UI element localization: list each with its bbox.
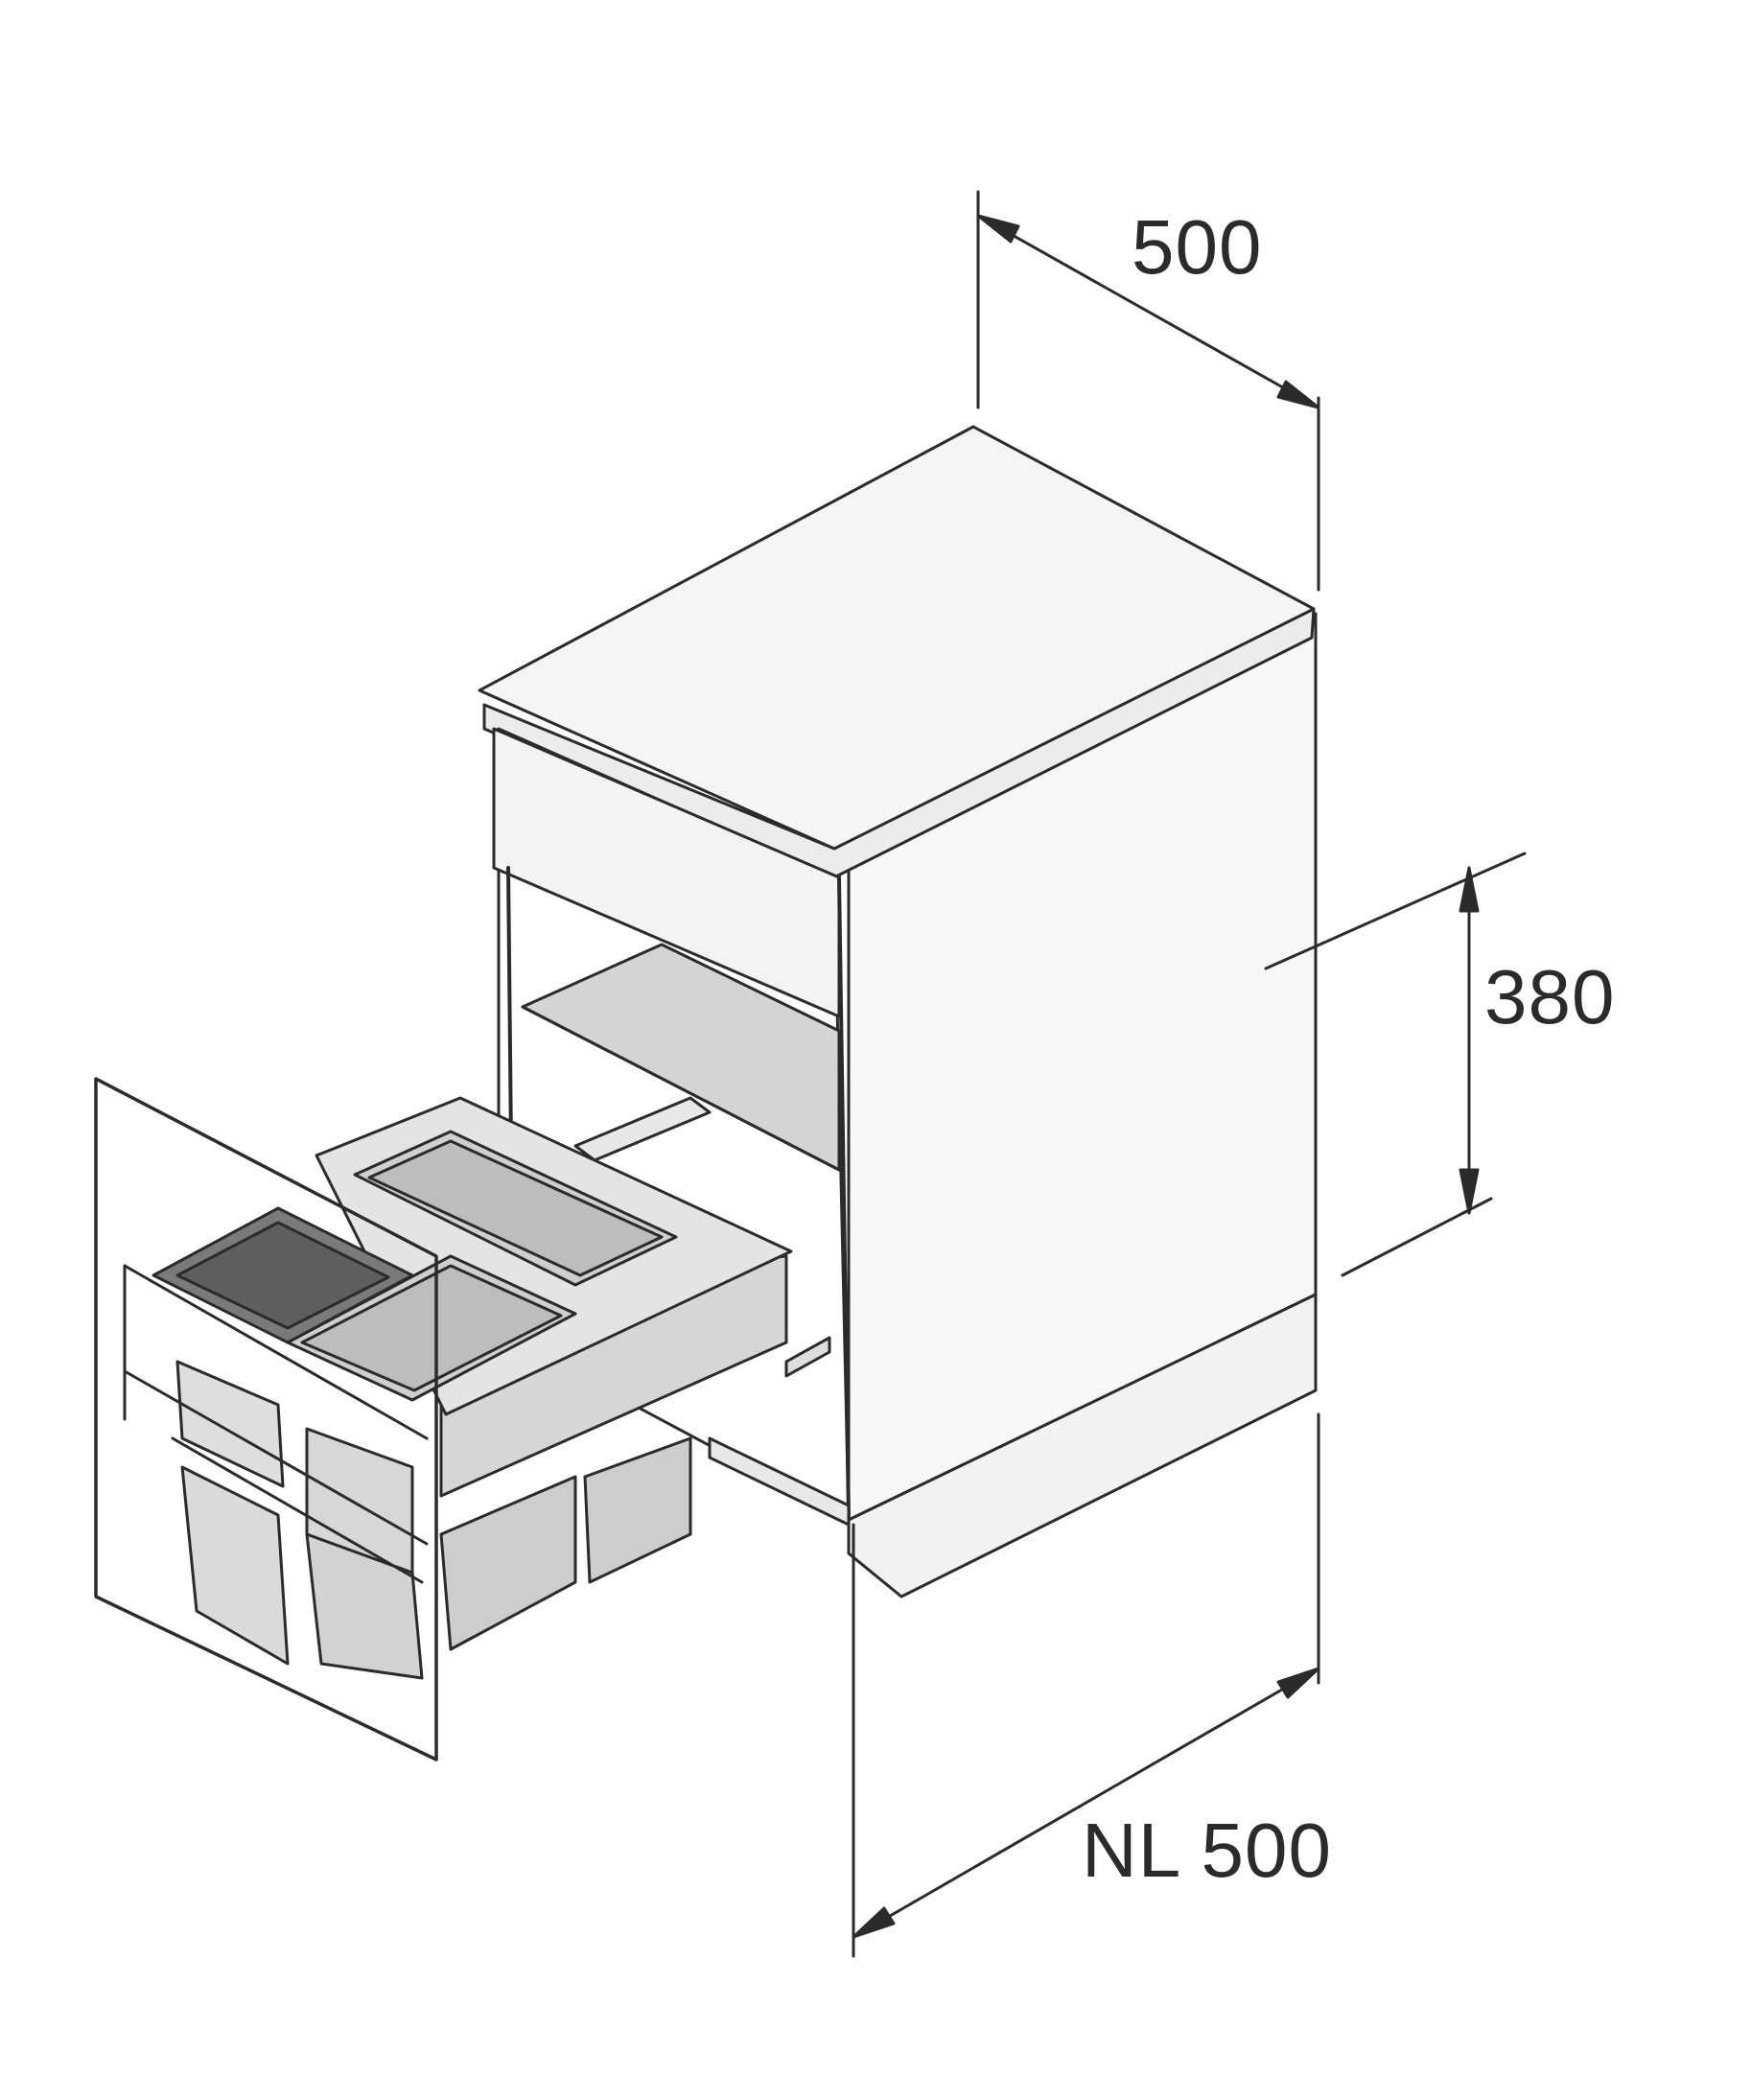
dimension-nominal-length <box>852 1412 1320 1958</box>
drawer-runner-upper <box>573 1096 712 1162</box>
dimension-height <box>1264 852 1527 1277</box>
countertop <box>478 425 1316 851</box>
arrowhead-icon <box>1459 1168 1480 1215</box>
arrowhead-icon <box>976 214 1020 244</box>
arrowhead-icon <box>1276 1667 1320 1699</box>
drawer-runner-lower <box>708 1436 851 1527</box>
bin-right-upper <box>305 1427 414 1575</box>
cabinet-plinth <box>847 1293 1318 1598</box>
arrowhead-icon <box>1276 380 1320 409</box>
cabinet <box>478 425 1318 1598</box>
arrowhead-icon <box>852 1906 896 1939</box>
nl-dimension-line <box>852 1667 1320 1939</box>
bin-left-upper <box>175 1360 285 1488</box>
nominal-length-dimension-label: NL 500 <box>1082 1808 1332 1893</box>
upper-drawer-front <box>492 727 841 1018</box>
dimension-depth <box>976 190 1320 592</box>
bin-left-front <box>180 1465 290 1666</box>
depth-dimension-label: 500 <box>1132 204 1263 290</box>
drawer-front-panel <box>94 1077 438 1762</box>
height-dimension-label: 380 <box>1484 954 1616 1039</box>
arrowhead-icon <box>1459 866 1480 913</box>
depth-dimension-line <box>976 214 1320 409</box>
bin-rear-lower <box>439 1475 577 1651</box>
